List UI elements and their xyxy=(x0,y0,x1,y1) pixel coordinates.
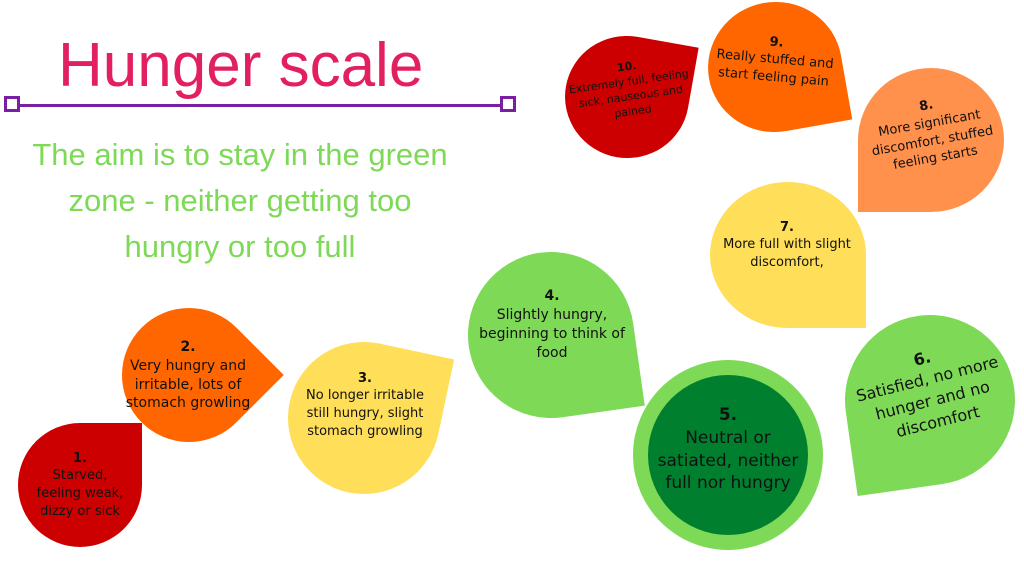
level-text: Really stuffed and start feeling pain xyxy=(715,47,835,90)
level-9-label: 9. Really stuffed and start feeling pain xyxy=(702,22,847,98)
level-number: 7. xyxy=(780,219,794,235)
level-5-circle xyxy=(648,375,808,535)
line-handle-left xyxy=(4,96,20,112)
level-4-label: 4. Slightly hungry, beginning to think o… xyxy=(470,280,634,370)
level-number: 9. xyxy=(768,34,785,51)
title-underline xyxy=(12,104,512,107)
level-text: Neutral or satiated, neither full nor hu… xyxy=(657,427,799,494)
level-text: Slightly hungry, beginning to think of f… xyxy=(479,307,625,361)
level-text: More full with slight discomfort, xyxy=(723,237,851,270)
level-1-drop xyxy=(18,423,142,547)
level-7-label: 7. More full with slight discomfort, xyxy=(712,210,862,280)
level-number: 3. xyxy=(358,370,372,386)
subtitle: The aim is to stay in the green zone - n… xyxy=(32,137,448,264)
level-5-label: 5. Neutral or satiated, neither full nor… xyxy=(650,392,806,507)
level-text: No longer irritable still hungry, slight… xyxy=(306,388,424,439)
level-8-drop xyxy=(858,68,1004,212)
level-7-drop xyxy=(710,182,866,328)
page-title: Hunger scale xyxy=(58,31,424,100)
level-number: 1. xyxy=(73,450,87,466)
level-1-label: 1. Starved, feeling weak, dizzy or sick xyxy=(22,440,138,530)
level-number: 4. xyxy=(544,288,560,305)
level-text: More significant discomfort, stuffed fee… xyxy=(870,107,995,173)
level-3-label: 3. No longer irritable still hungry, sli… xyxy=(290,360,440,450)
level-text: Very hungry and irritable, lots of stoma… xyxy=(125,357,251,412)
line-handle-right xyxy=(500,96,516,112)
level-number: 5. xyxy=(718,404,738,425)
level-2-label: 2. Very hungry and irritable, lots of st… xyxy=(118,318,258,433)
level-text: Starved, feeling weak, dizzy or sick xyxy=(36,468,124,519)
level-number: 2. xyxy=(180,338,196,355)
